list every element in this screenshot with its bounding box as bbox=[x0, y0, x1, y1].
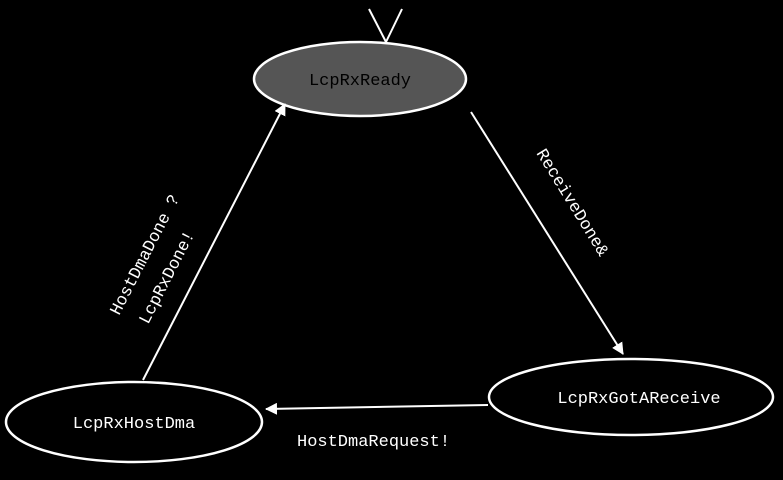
transition-label-host-dma-request: HostDmaRequest! bbox=[297, 433, 450, 452]
arrow-ready-to-got-receive bbox=[470, 111, 624, 355]
state-label-lcp-rx-ready: LcpRxReady bbox=[309, 72, 411, 91]
state-label-lcp-rx-got-a-receive: LcpRxGotAReceive bbox=[557, 390, 720, 409]
arrow-got-receive-to-host-dma bbox=[265, 402, 489, 415]
transition-host-dma-done: HostDmaDone ? LcpRxDone! bbox=[107, 103, 286, 381]
transition-receive-done: ReceiveDone& bbox=[470, 111, 624, 355]
transition-label-receive-done: ReceiveDone& bbox=[531, 146, 611, 260]
initial-state-pointer bbox=[368, 8, 403, 43]
state-label-lcp-rx-host-dma: LcpRxHostDma bbox=[73, 415, 195, 434]
state-lcp-rx-host-dma: LcpRxHostDma bbox=[4, 380, 264, 464]
transition-host-dma-request: HostDmaRequest! bbox=[265, 402, 489, 452]
arrow-host-dma-to-ready bbox=[142, 103, 286, 381]
state-lcp-rx-got-a-receive: LcpRxGotAReceive bbox=[487, 357, 775, 437]
state-lcp-rx-ready: LcpRxReady bbox=[252, 40, 468, 118]
